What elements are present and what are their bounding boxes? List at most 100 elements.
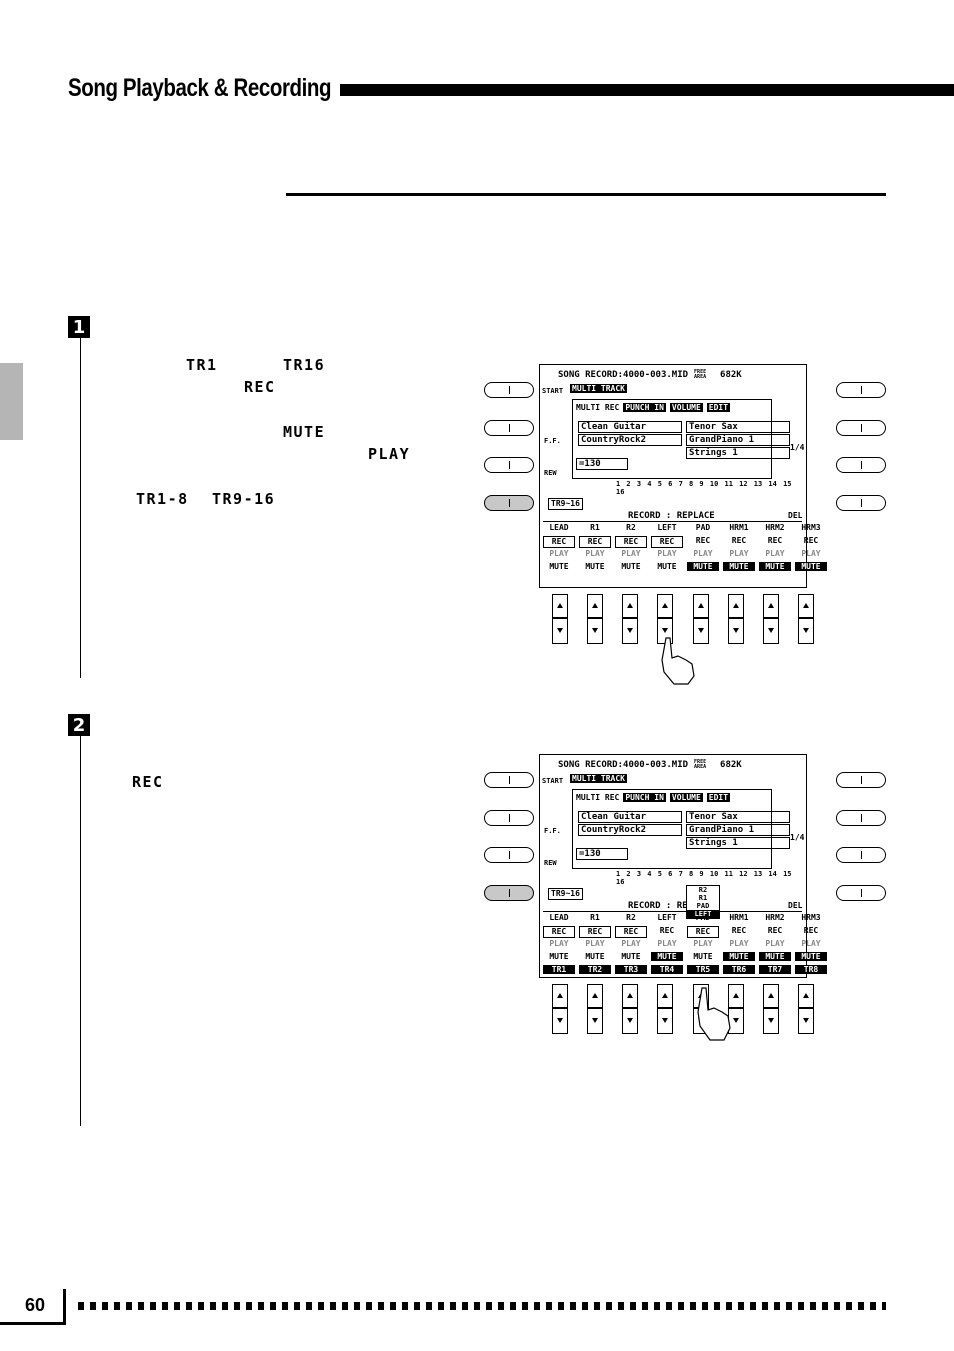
- fader-7[interactable]: [762, 594, 779, 644]
- rec-1[interactable]: REC: [543, 926, 575, 938]
- voice-lead[interactable]: Tenor Sax: [686, 421, 790, 433]
- mute-5[interactable]: MUTE: [693, 952, 713, 961]
- rec-7[interactable]: REC: [767, 536, 783, 545]
- rec-5[interactable]: REC: [695, 536, 711, 545]
- tab-edit[interactable]: EDIT: [706, 403, 731, 412]
- right-button-4[interactable]: [836, 885, 886, 901]
- mute-1[interactable]: MUTE: [549, 952, 569, 961]
- mute-4[interactable]: MUTE: [651, 952, 683, 961]
- voice-r2[interactable]: Strings 1: [686, 447, 790, 459]
- right-button-1[interactable]: [836, 772, 886, 788]
- mute-8[interactable]: MUTE: [795, 562, 827, 571]
- mute-2[interactable]: MUTE: [585, 562, 605, 571]
- mute-2[interactable]: MUTE: [585, 952, 605, 961]
- rec-5[interactable]: REC: [687, 926, 719, 938]
- play-2[interactable]: PLAY: [585, 549, 605, 558]
- voice-r1[interactable]: GrandPiano 1: [686, 434, 790, 446]
- play-4[interactable]: PLAY: [657, 939, 677, 948]
- tab-multi-rec[interactable]: MULTI REC: [576, 793, 620, 802]
- fader-2[interactable]: [587, 594, 604, 644]
- mute-3[interactable]: MUTE: [621, 562, 641, 571]
- voice-r1[interactable]: GrandPiano 1: [686, 824, 790, 836]
- rec-6[interactable]: REC: [731, 536, 747, 545]
- play-4[interactable]: PLAY: [657, 549, 677, 558]
- rec-1[interactable]: REC: [543, 536, 575, 548]
- left-button-4[interactable]: [484, 495, 534, 511]
- tempo[interactable]: =130: [576, 848, 628, 860]
- rec-2[interactable]: REC: [579, 536, 611, 548]
- tr-toggle[interactable]: TR9~16: [548, 498, 583, 510]
- tempo[interactable]: =130: [576, 458, 628, 470]
- fader-4[interactable]: [657, 594, 674, 644]
- right-button-3[interactable]: [836, 457, 886, 473]
- tab-edit[interactable]: EDIT: [706, 793, 731, 802]
- fader-8[interactable]: [797, 984, 814, 1034]
- play-6[interactable]: PLAY: [729, 939, 749, 948]
- fader-7[interactable]: [762, 984, 779, 1034]
- left-button-4[interactable]: [484, 885, 534, 901]
- mute-5[interactable]: MUTE: [687, 562, 719, 571]
- tab-multi-rec[interactable]: MULTI REC: [576, 403, 620, 412]
- mute-6[interactable]: MUTE: [723, 562, 755, 571]
- tab-volume[interactable]: VOLUME: [669, 403, 703, 412]
- fader-8[interactable]: [797, 594, 814, 644]
- mute-6[interactable]: MUTE: [723, 952, 755, 961]
- voice-lr[interactable]: Clean Guitar: [578, 811, 682, 823]
- right-button-4[interactable]: [836, 495, 886, 511]
- play-1[interactable]: PLAY: [549, 939, 569, 948]
- fader-1[interactable]: [552, 984, 568, 1034]
- fader-1[interactable]: [552, 594, 568, 644]
- play-7[interactable]: PLAY: [765, 549, 785, 558]
- rec-8[interactable]: REC: [803, 536, 819, 545]
- voice-style[interactable]: CountryRock2: [578, 824, 682, 836]
- popup-pad[interactable]: PAD: [696, 902, 710, 910]
- mute-4[interactable]: MUTE: [657, 562, 677, 571]
- rec-3[interactable]: REC: [615, 926, 647, 938]
- tab-volume[interactable]: VOLUME: [669, 793, 703, 802]
- voice-style[interactable]: CountryRock2: [578, 434, 682, 446]
- fader-5[interactable]: [692, 594, 709, 644]
- mute-3[interactable]: MUTE: [621, 952, 641, 961]
- play-3[interactable]: PLAY: [621, 549, 641, 558]
- fader-4[interactable]: [657, 984, 674, 1034]
- play-6[interactable]: PLAY: [729, 549, 749, 558]
- rec-8[interactable]: REC: [803, 926, 819, 935]
- play-2[interactable]: PLAY: [585, 939, 605, 948]
- fader-6[interactable]: [727, 594, 744, 644]
- left-button-1[interactable]: [484, 382, 534, 398]
- fader-6[interactable]: [727, 984, 744, 1034]
- rec-4[interactable]: REC: [651, 536, 683, 548]
- play-1[interactable]: PLAY: [549, 549, 569, 558]
- left-button-2[interactable]: [484, 420, 534, 436]
- play-7[interactable]: PLAY: [765, 939, 785, 948]
- tab-punch-in[interactable]: PUNCH IN: [623, 403, 666, 412]
- mute-7[interactable]: MUTE: [759, 952, 791, 961]
- left-button-3[interactable]: [484, 457, 534, 473]
- right-button-2[interactable]: [836, 810, 886, 826]
- rec-3[interactable]: REC: [615, 536, 647, 548]
- voice-lead[interactable]: Tenor Sax: [686, 811, 790, 823]
- play-5[interactable]: PLAY: [693, 939, 713, 948]
- rec-6[interactable]: REC: [731, 926, 747, 935]
- left-button-2[interactable]: [484, 810, 534, 826]
- fader-3[interactable]: [622, 984, 639, 1034]
- play-3[interactable]: PLAY: [621, 939, 641, 948]
- right-button-1[interactable]: [836, 382, 886, 398]
- fader-3[interactable]: [622, 594, 639, 644]
- fader-2[interactable]: [587, 984, 604, 1034]
- play-8[interactable]: PLAY: [801, 939, 821, 948]
- popup-left[interactable]: LEFT: [687, 910, 719, 918]
- mute-1[interactable]: MUTE: [549, 562, 569, 571]
- mute-8[interactable]: MUTE: [795, 952, 827, 961]
- tab-punch-in[interactable]: PUNCH IN: [623, 793, 666, 802]
- popup-r2[interactable]: R2: [698, 886, 708, 894]
- voice-lr[interactable]: Clean Guitar: [578, 421, 682, 433]
- popup-r1[interactable]: R1: [698, 894, 708, 902]
- part-popup[interactable]: R2 R1 PAD LEFT: [686, 885, 720, 919]
- rec-2[interactable]: REC: [579, 926, 611, 938]
- voice-r2[interactable]: Strings 1: [686, 837, 790, 849]
- play-8[interactable]: PLAY: [801, 549, 821, 558]
- rec-7[interactable]: REC: [767, 926, 783, 935]
- right-button-2[interactable]: [836, 420, 886, 436]
- rec-4[interactable]: REC: [659, 926, 675, 935]
